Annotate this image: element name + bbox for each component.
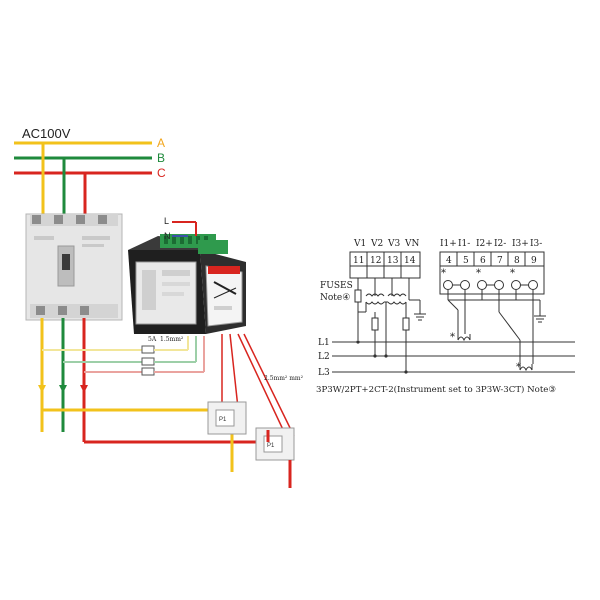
v3-name: V3 bbox=[387, 239, 400, 249]
l2-label: L2 bbox=[318, 352, 330, 362]
bus-a-label: A bbox=[157, 136, 165, 150]
i2m-name: I2- bbox=[494, 239, 506, 249]
bus-b-label: B bbox=[157, 151, 165, 165]
current-transformer-2: P1 bbox=[255, 427, 295, 461]
power-meter bbox=[128, 234, 246, 334]
line-l1: L1 bbox=[318, 338, 575, 348]
l3-label: L3 bbox=[318, 368, 330, 378]
t5: 5 bbox=[463, 256, 469, 266]
i3p-name: I3+ bbox=[512, 239, 529, 249]
fuse-block bbox=[141, 345, 155, 376]
polarity-mark-1: * bbox=[441, 268, 446, 279]
wire-size-small-label: 1.5mm² bbox=[160, 336, 184, 343]
bus-a: A bbox=[14, 136, 165, 150]
bus-c-label: C bbox=[157, 166, 166, 180]
t6: 6 bbox=[480, 256, 486, 266]
fuse-rating-label: 5A bbox=[148, 336, 157, 343]
t11: 11 bbox=[353, 256, 364, 266]
wire-size-large-label: 2.5mm² mm² bbox=[264, 375, 304, 382]
ct-polarity-l3: * bbox=[516, 362, 521, 373]
t9: 9 bbox=[531, 256, 537, 266]
bus-c: C bbox=[14, 166, 166, 180]
t12: 12 bbox=[370, 256, 381, 266]
ct-wiring bbox=[447, 290, 546, 372]
fuses-note: Note④ bbox=[320, 293, 350, 303]
vn-name: VN bbox=[404, 239, 419, 249]
fuses-label: FUSES bbox=[320, 281, 353, 291]
aux-l-label: L bbox=[164, 216, 169, 226]
voltage-terminal-block: V1 V2 V3 VN 11 12 13 14 bbox=[349, 239, 421, 279]
l1-label: L1 bbox=[318, 338, 330, 348]
line-l3: L3 bbox=[318, 368, 575, 378]
ct2-label: P1 bbox=[267, 443, 275, 449]
aux-n-label: N bbox=[164, 231, 171, 241]
polarity-mark-2: * bbox=[476, 268, 481, 279]
v2-name: V2 bbox=[370, 239, 383, 249]
i2p-name: I2+ bbox=[476, 239, 493, 249]
i1p-name: I1+ bbox=[440, 239, 457, 249]
polarity-mark-3: * bbox=[510, 268, 515, 279]
current-terminal-block: I1+ I1- I2+ I2- I3+ I3- 4 5 6 7 8 9 * * … bbox=[439, 239, 545, 295]
t13: 13 bbox=[387, 256, 399, 266]
t4: 4 bbox=[446, 256, 452, 266]
line-l2: L2 bbox=[318, 352, 575, 362]
i3m-name: I3- bbox=[530, 239, 542, 249]
v1-name: V1 bbox=[353, 239, 366, 249]
i1m-name: I1- bbox=[458, 239, 470, 249]
current-transformer-1: P1 bbox=[207, 401, 247, 435]
ct-polarity-l1: * bbox=[450, 332, 455, 343]
t14: 14 bbox=[404, 256, 416, 266]
bus-b: B bbox=[14, 151, 165, 165]
t7: 7 bbox=[497, 256, 503, 266]
supply-voltage-label: AC100V bbox=[22, 126, 71, 141]
t8: 8 bbox=[514, 256, 520, 266]
circuit-breaker bbox=[25, 213, 123, 321]
schematic-caption: 3P3W/2PT+2CT-2(Instrument set to 3P3W-3C… bbox=[316, 384, 556, 395]
ct1-label: P1 bbox=[219, 417, 227, 423]
pt-network bbox=[354, 278, 426, 372]
